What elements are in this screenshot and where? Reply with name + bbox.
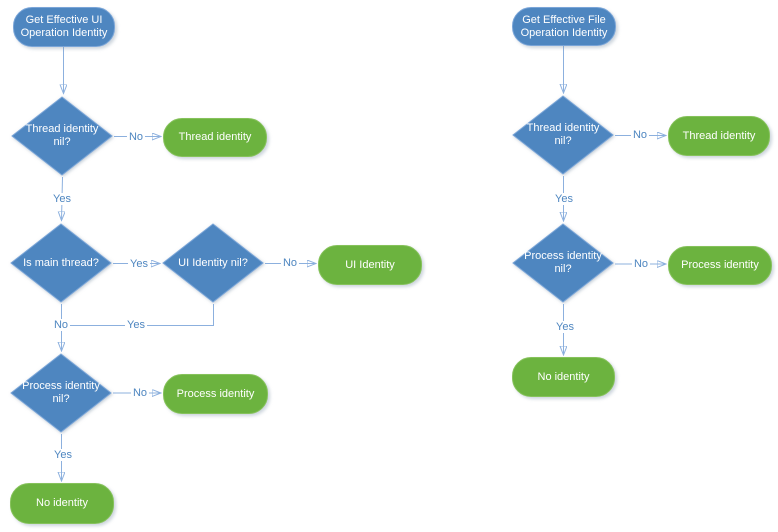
edge-label-no: No [630,129,650,141]
start-node-label: Get Effective UI Operation Identity [20,14,108,39]
decision-left-ui-identity-nil: UI Identity nil? [162,223,264,303]
edge-label-yes: Yes [554,321,576,333]
terminal-label: Thread identity [178,131,252,143]
start-node-file-operation: Get Effective File Operation Identity [512,7,616,46]
terminal-right-thread-identity: Thread identity [668,116,770,156]
start-node-label: Get Effective File Operation Identity [520,13,608,39]
terminal-right-no-identity: No identity [512,357,615,397]
terminal-left-ui-identity: UI Identity [318,245,422,285]
edge-label-no: No [51,319,71,331]
decision-label: Thread identity nil? [25,123,99,148]
edge-label-yes: Yes [128,258,150,270]
decision-label: Process identity nil? [524,250,602,275]
edge-label-yes: Yes [553,193,575,205]
terminal-left-no-identity: No identity [10,483,114,524]
diamond-shape [162,223,264,303]
decision-right-thread-identity-nil: Thread identity nil? [512,95,614,175]
terminal-label: No identity [537,370,590,383]
decision-label: UI Identity nil? [178,256,248,269]
terminal-left-process-identity: Process identity [163,374,268,414]
terminal-label: UI Identity [345,258,395,271]
diamond-shape [11,96,113,176]
decision-left-thread-identity-nil: Thread identity nil? [11,96,113,176]
edge-label-yes: Yes [51,193,73,205]
terminal-label: Process identity [176,387,255,400]
terminal-right-process-identity: Process identity [668,246,772,285]
diamond-shape [512,95,614,175]
connector-left-ui-nil-yes-junction [62,304,214,326]
diamond-shape [10,223,112,303]
diamond-shape [512,223,614,303]
decision-left-is-main-thread: Is main thread? [10,223,112,303]
decision-label: Is main thread? [23,256,99,269]
decision-label: Thread identity nil? [526,122,600,147]
decision-left-process-identity-nil: Process identity nil? [10,353,112,433]
decision-label: Process identity nil? [22,380,100,405]
diamond-shape [10,353,112,433]
terminal-left-thread-identity: Thread identity [163,118,267,157]
edge-label-no: No [126,131,146,143]
edge-label-yes: Yes [52,449,74,461]
terminal-label: No identity [36,497,88,509]
edge-label-yes: Yes [125,319,147,331]
start-node-ui-operation: Get Effective UI Operation Identity [13,7,115,47]
decision-right-process-identity-nil: Process identity nil? [512,223,614,303]
edge-label-no: No [130,387,150,399]
edge-label-no: No [280,257,300,269]
terminal-label: Thread identity [682,129,756,142]
terminal-label: Process identity [681,259,759,271]
edge-label-no: No [631,258,651,270]
